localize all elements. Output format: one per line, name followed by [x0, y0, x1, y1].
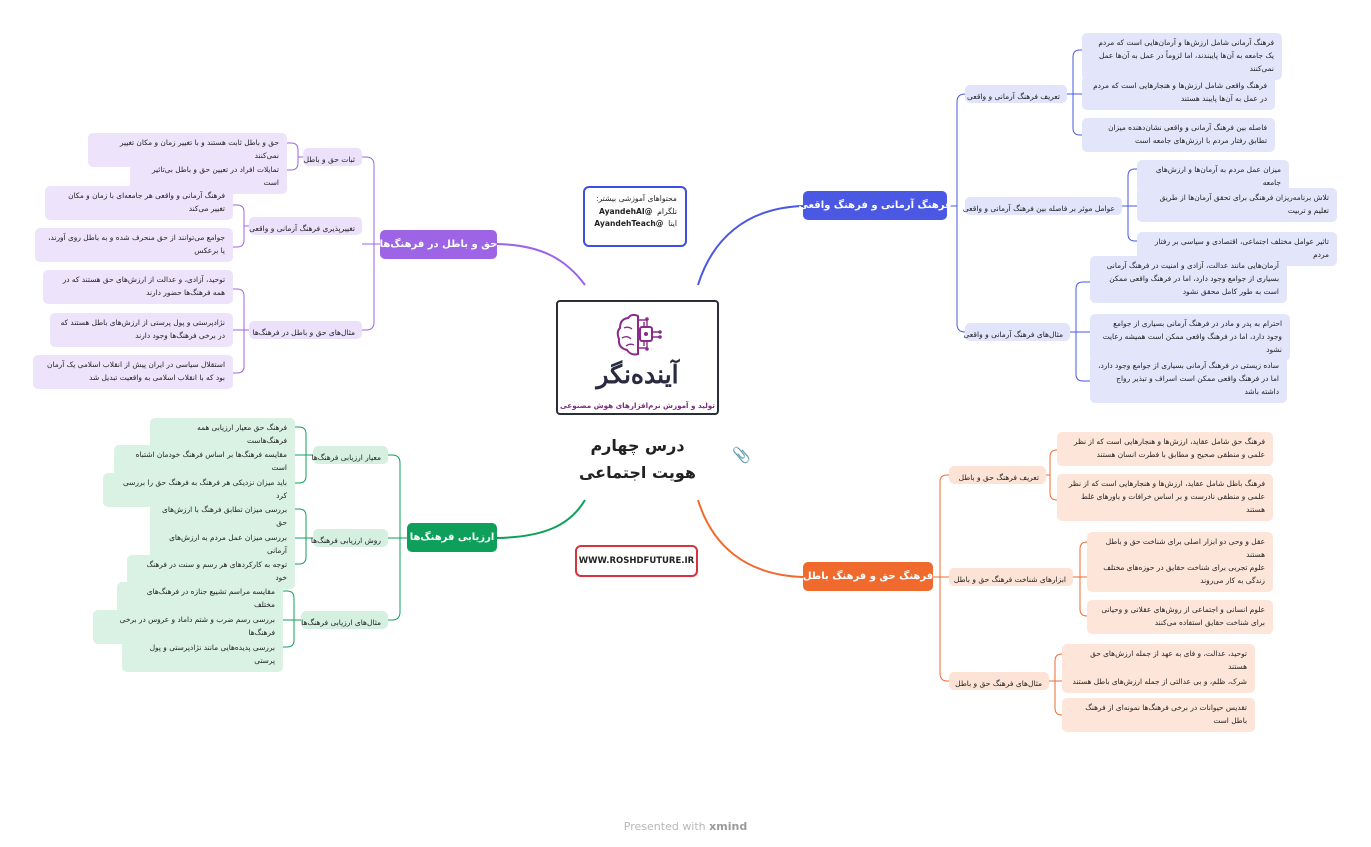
leaf-topic[interactable]: توحید، آزادی، و عدالت از ارزش‌های حق هست…: [43, 270, 233, 304]
info-box[interactable]: محتواهای آموزشی بیشتر: تلگرام @AyandehAI…: [583, 186, 687, 247]
central-topic[interactable]: آینده‌نگر تولید و آموزش نرم‌افزارهای هوش…: [556, 300, 719, 415]
leaf-topic[interactable]: شرک، ظلم، و بی عدالتی از جمله ارزش‌های ب…: [1062, 672, 1255, 693]
brand-tagline: تولید و آموزش نرم‌افزارهای هوش مصنوعی: [560, 401, 715, 410]
leaf-topic[interactable]: تقدیس حیوانات در برخی فرهنگ‌ها نمونه‌ای …: [1062, 698, 1255, 732]
info-line-eitaa: ایتا @AyandehTeach: [593, 218, 677, 231]
subtopic[interactable]: عوامل موثر بر فاصله بین فرهنگ آرمانی و و…: [963, 197, 1122, 215]
subtopic[interactable]: تعریف فرهنگ آرمانی و واقعی: [965, 85, 1067, 103]
orange-connectors: [933, 449, 1088, 716]
leaf-topic[interactable]: فرهنگ حق شامل عقاید، ارزش‌ها و هنجارهایی…: [1057, 432, 1273, 466]
connector-center-purple: [496, 243, 586, 286]
leaf-topic[interactable]: فرهنگ باطل شامل عقاید، ارزش‌ها و هنجارها…: [1057, 474, 1273, 521]
website-box[interactable]: WWW.ROSHDFUTURE.IR: [575, 545, 698, 577]
connector-center-orange: [697, 499, 804, 578]
footer-prefix: Presented with: [623, 820, 706, 833]
branch-orange-title[interactable]: فرهنگ حق و فرهنگ باطل: [803, 562, 933, 591]
branch-blue-title[interactable]: فرهنگ آرمانی و فرهنگ واقعی: [798, 191, 952, 220]
green-connectors: [283, 426, 407, 648]
subtopic[interactable]: ثبات حق و باطل: [303, 148, 362, 166]
subtopic[interactable]: ابزارهای شناخت فرهنگ حق و باطل: [949, 568, 1073, 586]
lesson-number: درس چهارم: [590, 436, 685, 455]
leaf-topic[interactable]: تلاش برنامه‌ریزان فرهنگی برای تحقق آرمان…: [1137, 188, 1337, 222]
telegram-label: تلگرام: [657, 206, 677, 216]
leaf-topic[interactable]: علوم انسانی و اجتماعی از روش‌های عقلانی …: [1087, 600, 1273, 634]
info-line-telegram: تلگرام @AyandehAI: [593, 206, 677, 219]
leaf-topic[interactable]: احترام به پدر و مادر در فرهنگ آرمانی بسی…: [1090, 314, 1290, 361]
leaf-topic[interactable]: علوم تجربی برای شناخت حقایق در حوزه‌های …: [1087, 558, 1273, 592]
lesson-subject: هویت اجتماعی: [578, 463, 697, 483]
leaf-topic[interactable]: آرمان‌هایی مانند عدالت، آزادی و امنیت در…: [1090, 256, 1287, 303]
xmind-brand: xmind: [709, 820, 748, 833]
branch-green-title[interactable]: ارزیابی فرهنگ‌ها: [407, 523, 497, 552]
eitaa-label: ایتا: [668, 219, 677, 229]
presented-with-footer: Presented with xmind: [0, 820, 1371, 833]
leaf-topic[interactable]: نژادپرستی و پول پرستی از ارزش‌های باطل ه…: [50, 313, 233, 347]
connector-center-blue: [697, 205, 804, 286]
website-url[interactable]: WWW.ROSHDFUTURE.IR: [578, 556, 695, 566]
lesson-title: درس چهارم هویت اجتماعی: [560, 432, 715, 486]
eitaa-handle[interactable]: @AyandehTeach: [594, 219, 664, 229]
leaf-topic[interactable]: بررسی پدیده‌هایی مانند نژادپرستی و پول پ…: [122, 638, 283, 672]
subtopic[interactable]: مثال‌های ارزیابی فرهنگ‌ها: [301, 611, 388, 629]
subtopic[interactable]: مثال‌های حق و باطل در فرهنگ‌ها: [249, 321, 362, 339]
leaf-topic[interactable]: ساده زیستی در فرهنگ آرمانی بسیاری از جوا…: [1090, 356, 1287, 403]
info-heading: محتواهای آموزشی بیشتر:: [595, 194, 677, 203]
subtopic[interactable]: مثال‌های فرهنگ آرمانی و واقعی: [964, 323, 1070, 341]
leaf-topic[interactable]: فرهنگ واقعی شامل ارزش‌ها و هنجارهایی است…: [1082, 76, 1275, 110]
ai-brain-logo-icon: [616, 313, 662, 356]
leaf-topic[interactable]: فاصله بین فرهنگ آرمانی و واقعی نشان‌دهند…: [1082, 118, 1275, 152]
telegram-handle[interactable]: @AyandehAI: [598, 206, 653, 216]
brand-name: آینده‌نگر: [596, 360, 679, 389]
leaf-topic[interactable]: جوامع می‌توانند از حق منحرف شده و به باط…: [35, 228, 233, 262]
subtopic[interactable]: مثال‌های فرهنگ حق و باطل: [949, 672, 1049, 690]
purple-connectors: [233, 142, 380, 374]
branch-purple-title[interactable]: حق و باطل در فرهنگ‌ها: [380, 230, 497, 259]
leaf-topic[interactable]: فرهنگ آرمانی و واقعی هر جامعه‌ای با زمان…: [45, 186, 233, 220]
subtopic[interactable]: معیار ارزیابی فرهنگ‌ها: [311, 446, 388, 464]
subtopic[interactable]: تعریف فرهنگ حق و باطل: [949, 466, 1046, 484]
subtopic[interactable]: تغییرپذیری فرهنگ آرمانی و واقعی: [249, 217, 362, 235]
attachment-icon[interactable]: 📎: [732, 446, 751, 464]
connector-center-green: [496, 499, 586, 539]
subtopic[interactable]: روش ارزیابی فرهنگ‌ها: [311, 529, 388, 547]
leaf-topic[interactable]: فرهنگ آرمانی شامل ارزش‌ها و آرمان‌هایی ا…: [1082, 33, 1282, 80]
leaf-topic[interactable]: استقلال سیاسی در ایران پیش از انقلاب اسل…: [33, 355, 233, 389]
